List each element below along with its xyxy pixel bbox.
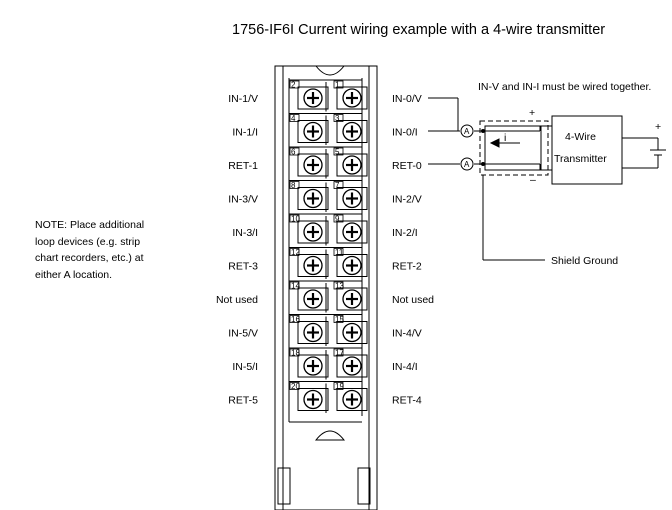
jumper-note: IN-V and IN-I must be wired together. <box>478 81 651 93</box>
release-tab-right <box>357 467 371 505</box>
current-label: i <box>504 132 506 144</box>
note-block: NOTE: Place additional loop devices (e.g… <box>35 219 144 281</box>
terminal-row: 8 7IN-3/V IN-2/V <box>228 180 422 212</box>
module-outline <box>274 65 378 510</box>
junction-dot <box>481 162 485 166</box>
terminal-label-left: Not used <box>216 294 258 306</box>
terminal-number-left: 4 <box>291 114 296 123</box>
terminal-label-left: IN-3/V <box>228 194 258 206</box>
terminal-number-right: 17 <box>335 349 344 358</box>
terminal-number-right: 19 <box>335 382 344 391</box>
note-line: either A location. <box>35 269 112 281</box>
terminal-number-left: 20 <box>291 382 300 391</box>
note-line: chart recorders, etc.) at <box>35 252 144 264</box>
minus-sign-loop: – <box>530 174 536 186</box>
terminal-row: 4 3IN-1/I IN-0/I <box>232 113 418 145</box>
terminal-label-right: Not used <box>392 294 434 306</box>
terminal-number-left: 16 <box>291 315 300 324</box>
cable-shield <box>479 120 549 176</box>
terminal-number-left: 14 <box>291 282 300 291</box>
bottom-handle <box>314 430 346 441</box>
transmitter-label-2: Transmitter <box>554 153 607 165</box>
terminal-label-right: RET-4 <box>392 395 422 407</box>
terminal-label-right: IN-4/V <box>392 328 422 340</box>
note-line: NOTE: Place additional <box>35 219 144 231</box>
terminal-label-left: IN-1/V <box>228 93 258 105</box>
terminal-number-left: 18 <box>291 349 300 358</box>
terminal-row: 2 1IN-1/V IN-0/V <box>228 79 422 112</box>
shield-ground-label: Shield Ground <box>551 255 618 267</box>
note-line: loop devices (e.g. strip <box>35 236 140 248</box>
terminal-label-right: IN-0/V <box>392 93 422 105</box>
terminal-number-right: 15 <box>335 315 344 324</box>
terminal-label-left: IN-1/I <box>232 127 258 139</box>
terminal-number-right: 7 <box>335 181 340 190</box>
current-arrow-icon <box>489 138 500 148</box>
terminal-number-right: 1 <box>335 81 340 90</box>
top-latch <box>315 65 345 76</box>
terminal-label-right: IN-4/I <box>392 361 418 373</box>
terminal-label-right: RET-2 <box>392 261 422 273</box>
plus-sign-loop: + <box>529 107 535 119</box>
terminal-number-right: 13 <box>335 282 344 291</box>
terminal-number-left: 12 <box>291 248 300 257</box>
terminal-number-right: 5 <box>335 148 340 157</box>
terminal-label-left: RET-5 <box>228 395 258 407</box>
terminal-label-right: IN-0/I <box>392 127 418 139</box>
terminal-label-right: RET-0 <box>392 160 422 172</box>
ammeter-label: A <box>464 127 470 136</box>
terminal-label-right: IN-2/I <box>392 227 418 239</box>
terminal-label-left: IN-5/I <box>232 361 258 373</box>
terminal-number-right: 3 <box>335 114 340 123</box>
terminal-label-left: IN-5/V <box>228 328 258 340</box>
terminal-label-left: IN-3/I <box>232 227 258 239</box>
transmitter-box <box>551 115 623 185</box>
terminal-number-left: 10 <box>291 215 300 224</box>
terminal-label-right: IN-2/V <box>392 194 422 206</box>
terminal-number-left: 2 <box>291 81 296 90</box>
release-tab-left <box>277 467 291 505</box>
terminal-label-left: RET-3 <box>228 261 258 273</box>
terminal-number-left: 6 <box>291 148 296 157</box>
junction-dot <box>481 129 485 133</box>
terminal-number-right: 9 <box>335 215 340 224</box>
diagram-title: 1756-IF6I Current wiring example with a … <box>232 22 605 38</box>
ammeter-top: A <box>460 124 474 138</box>
terminal-label-left: RET-1 <box>228 160 258 172</box>
ammeter-label: A <box>464 160 470 169</box>
wiring-schematic <box>428 97 666 261</box>
ammeter-bottom: A <box>460 157 474 171</box>
terminal-number-right: 11 <box>335 248 344 257</box>
plus-sign-supply: + <box>655 121 661 133</box>
terminal-row: 10 9IN-3/I IN-2/I <box>232 213 418 246</box>
terminal-number-left: 8 <box>291 181 296 190</box>
transmitter-label-1: 4-Wire <box>565 131 596 143</box>
